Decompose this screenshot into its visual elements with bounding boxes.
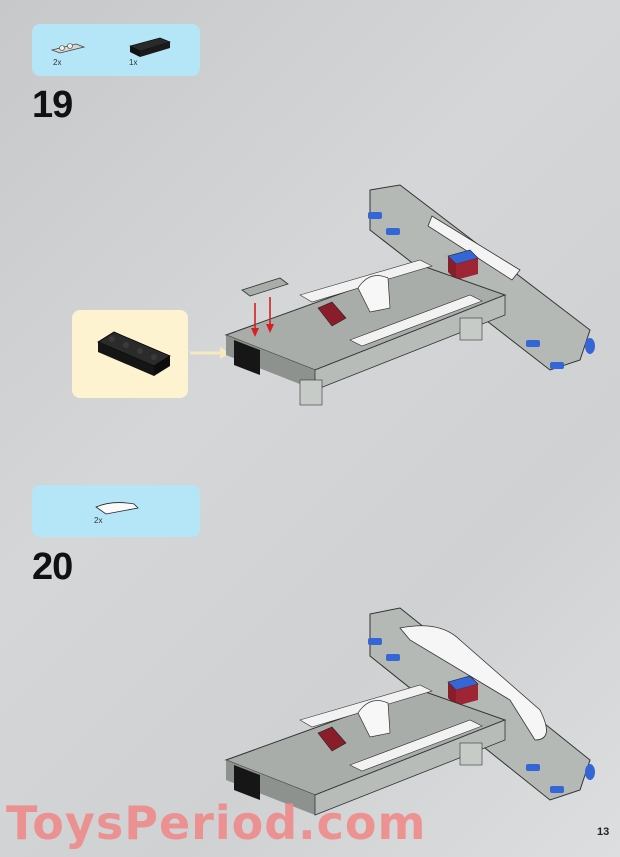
step-19-parts-callout: 2x 1x — [32, 24, 200, 76]
page-number: 13 — [597, 826, 610, 838]
watermark: ToysPeriod.com — [6, 796, 427, 850]
step-number: 19 — [32, 84, 73, 126]
part-qty: 1x — [129, 58, 138, 67]
part-qty: 2x — [53, 58, 62, 67]
step-19-model-illustration — [224, 184, 595, 406]
black-brick-icon — [129, 37, 171, 57]
part-qty: 2x — [94, 516, 103, 525]
step-number: 20 — [32, 546, 73, 588]
step-20-parts-callout: 2x — [32, 485, 200, 537]
subassembly-callout — [72, 310, 188, 398]
white-curved-slope-icon — [95, 502, 139, 515]
arrow-to-model-icon — [190, 347, 230, 359]
step-20-model-illustration — [224, 607, 595, 816]
black-brick-icon — [97, 331, 171, 376]
gray-clip-plate-icon — [50, 43, 86, 54]
